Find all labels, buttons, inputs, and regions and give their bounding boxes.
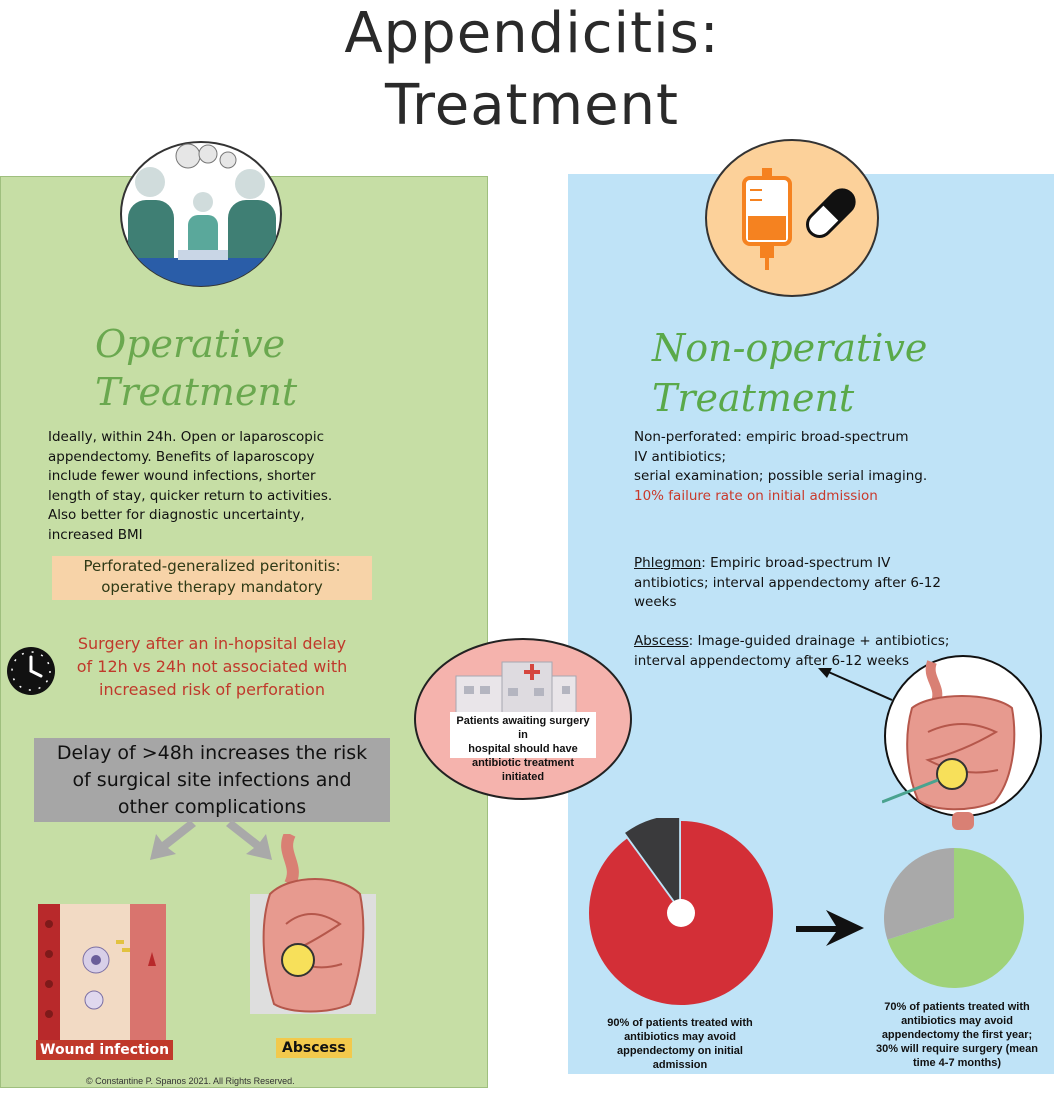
pill-capsule-icon xyxy=(806,188,856,238)
abscess-line: : Image-guided drainage + antibiotics; xyxy=(688,633,950,649)
pie2-success-slice xyxy=(887,848,1024,988)
pie1-fail-slice xyxy=(625,815,680,908)
operative-line: Also better for diagnostic uncertainty, xyxy=(48,507,305,523)
abscess-pointer-arrow xyxy=(814,664,894,704)
abscess-term: Abscess xyxy=(634,633,689,649)
pie1-caption: 90% of patients treated with antibiotics… xyxy=(590,1016,770,1072)
hospital-note-text: Patients awaiting surgery in hospital sh… xyxy=(450,714,596,784)
pie1-caption-line: 90% of patients treated with xyxy=(607,1017,753,1029)
non-perforated-line: serial examination; possible serial imag… xyxy=(634,468,928,484)
abscess-intestine-illustration xyxy=(250,831,376,1034)
wound-infection-label: Wound infection xyxy=(36,1040,174,1060)
peritonitis-callout: Perforated-generalized peritonitis: oper… xyxy=(52,556,372,600)
wound-tissue-illustration xyxy=(38,904,166,1044)
pie2-caption-line: 70% of patients treated with xyxy=(884,1001,1030,1013)
abscess-text: Abscess: Image-guided drainage + antibio… xyxy=(634,632,1054,671)
pie2-fail-slice xyxy=(884,848,954,940)
delay-48h-line: of surgical site infections and xyxy=(72,769,352,791)
delay-note: Surgery after an in-hopsital delay of 12… xyxy=(52,632,372,701)
operative-line: appendectomy. Benefits of laparoscopy xyxy=(48,448,315,465)
surgery-team-icon xyxy=(118,140,284,288)
phlegmon-line: : Empiric broad-spectrum IV xyxy=(701,555,891,571)
pie2-caption-line: antibiotics may avoid xyxy=(901,1015,1013,1027)
operative-line: include fewer wound infections, shorter xyxy=(48,468,316,484)
page-title-line2: Treatment xyxy=(385,73,679,138)
phlegmon-line: weeks xyxy=(634,594,677,610)
non-operative-heading-line2: Treatment xyxy=(652,376,855,420)
arrow-down-right-icon xyxy=(222,820,282,860)
pie1-caption-line: antibiotics may avoid xyxy=(624,1031,736,1043)
operative-line: length of stay, quicker return to activi… xyxy=(48,487,333,504)
operative-line: increased BMI xyxy=(48,526,143,543)
hospital-note-line: antibiotic treatment initiated xyxy=(471,757,575,783)
delay-48h-line: other complications xyxy=(117,796,307,818)
phlegmon-term: Phlegmon xyxy=(634,555,702,571)
operative-heading-line1: Operative xyxy=(95,322,286,366)
operative-heading-line2: Treatment xyxy=(95,370,298,414)
non-perforated-line: Non-perforated: empiric broad-spectrum xyxy=(634,429,909,445)
pie1-center-hole xyxy=(667,899,695,927)
delay-note-line: Surgery after an in-hopsital delay xyxy=(77,634,347,653)
pie2-caption-line: 30% will require surgery (mean xyxy=(875,1043,1038,1055)
page-title-line1: Appendicitis: xyxy=(344,1,720,66)
hospital-note-line: Patients awaiting surgery in xyxy=(456,715,590,741)
delay-note-line: increased risk of perforation xyxy=(99,680,325,699)
abscess-label: Abscess xyxy=(276,1038,352,1058)
copyright-footer: © Constantine P. Spanos 2021. All Rights… xyxy=(86,1076,295,1086)
callout-line: operative therapy mandatory xyxy=(101,578,323,596)
iv-medication-icon xyxy=(704,138,880,298)
pie2-caption-line: time 4-7 months) xyxy=(912,1057,1001,1069)
arrow-down-left-icon xyxy=(140,820,200,860)
non-perforated-line: IV antibiotics; xyxy=(634,448,727,465)
pie2-caption-line: appendectomy the first year; xyxy=(881,1029,1033,1041)
non-operative-heading-line1: Non-operative xyxy=(652,326,928,370)
clock-icon xyxy=(6,646,56,696)
drained-abscess-illustration xyxy=(881,652,1044,832)
delay-48h-box: Delay of >48h increases the risk of surg… xyxy=(34,738,390,822)
phlegmon-line: antibiotics; interval appendectomy after… xyxy=(634,574,941,591)
hospital-note-bubble: Patients awaiting surgery in hospital sh… xyxy=(412,636,634,802)
non-perforated-text: Non-perforated: empiric broad-spectrum I… xyxy=(634,428,1044,506)
phlegmon-text: Phlegmon: Empiric broad-spectrum IV anti… xyxy=(634,554,1044,613)
hospital-note-line: hospital should have xyxy=(468,743,578,755)
pie-first-year-svg xyxy=(884,848,1024,988)
operative-description: Ideally, within 24h. Open or laparoscopi… xyxy=(48,428,468,545)
delay-note-line: of 12h vs 24h not associated with xyxy=(76,657,348,676)
pie1-caption-line: appendectomy on initial xyxy=(617,1045,743,1057)
pie-first-year xyxy=(880,844,1028,992)
pie1-caption-line: admission xyxy=(652,1059,708,1071)
pie-initial-admission xyxy=(586,815,776,1008)
pie-initial-admission-svg xyxy=(589,815,773,1005)
delay-48h-line: Delay of >48h increases the risk xyxy=(56,742,368,764)
arrow-right-icon xyxy=(796,906,866,950)
callout-line: Perforated-generalized peritonitis: xyxy=(83,557,341,575)
abscess-line: interval appendectomy after 6-12 weeks xyxy=(634,652,909,669)
pie2-caption: 70% of patients treated with antibiotics… xyxy=(862,1000,1052,1070)
failure-rate-text: 10% failure rate on initial admission xyxy=(634,487,878,504)
operative-line: Ideally, within 24h. Open or laparoscopi… xyxy=(48,429,325,445)
iv-bag-icon xyxy=(742,168,792,270)
